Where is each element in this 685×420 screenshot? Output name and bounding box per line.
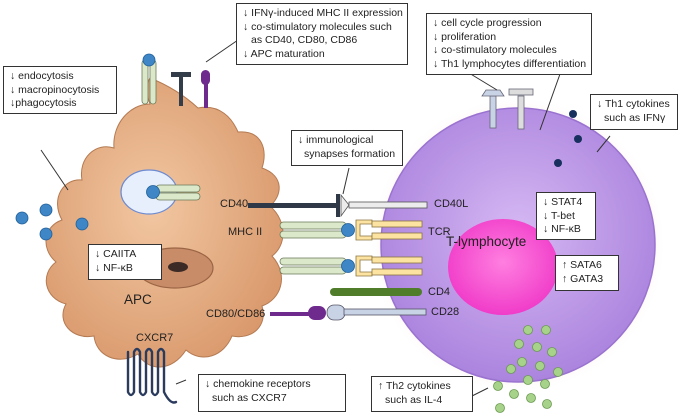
box-line: ↓ IFNγ-induced MHC II expression [243, 7, 403, 19]
box-line: ↓ Th1 cytokines [597, 98, 670, 110]
box-line: ↓ co-stimulatory molecules [433, 44, 557, 56]
box-line: ↓ chemokine receptors [205, 378, 311, 390]
cd40-label: CD40 [220, 198, 249, 210]
mhc-expression-box: ↓ IFNγ-induced MHC II expression ↓ co-st… [236, 3, 408, 65]
box-line: such as CXCR7 [212, 391, 287, 404]
apc-label: APC [124, 292, 152, 307]
t-lymphocyte-label: T-lymphocyte [446, 234, 527, 249]
box-line: ↓ co-stimulatory molecules such [243, 20, 392, 33]
t-cell-nucleus [448, 219, 558, 315]
tcr-molecule-2 [355, 255, 423, 277]
apc-top-cd80-receptor [201, 70, 210, 108]
t-cell-top-receptor-2 [508, 88, 534, 130]
mhc-ii-label: MHC II [228, 226, 263, 238]
box-line: ↓ NF-κB [95, 261, 133, 274]
box-line: ↓ cell cycle progression [433, 17, 542, 29]
box-line: ↓ APC maturation [243, 47, 325, 60]
box-line: ↓ immunological [298, 134, 374, 146]
endocytosis-box: ↓ endocytosis ↓ macropinocytosis ↓phagoc… [3, 66, 117, 114]
box-line: ↓ proliferation [433, 30, 497, 43]
box-line: as CD40, CD80, CD86 [251, 34, 358, 46]
th1-cytokines-box: ↓ Th1 cytokines such as IFNγ [590, 94, 678, 130]
box-line: ↓ NF-κB [543, 223, 581, 235]
cd28-molecule [326, 304, 427, 321]
sata6-box: ↑ SATA6 ↑ GATA3 [555, 255, 619, 291]
ciita-box: ↓ CAIITA ↓ NF-κB [88, 244, 162, 280]
endocytosed-particle [75, 217, 89, 231]
mhc-ii-molecule-1 [279, 221, 355, 239]
tcr-molecule-1 [355, 219, 423, 241]
box-line: such as IL-4 [385, 393, 443, 406]
cd80-cd86-label: CD80/CD86 [206, 308, 266, 320]
apc-top-mhc-receptor [141, 53, 157, 105]
apc-top-cd40-receptor [171, 72, 191, 106]
t-cell-top-receptor-1 [481, 89, 505, 129]
cxcr7-receptor [126, 347, 178, 404]
cd80-cd86-molecule [270, 306, 326, 320]
cd28-label: CD28 [431, 306, 460, 318]
box-line: ↓ CAIITA [95, 248, 137, 260]
box-line: synapses formation [304, 147, 396, 160]
cell-cycle-box: ↓ cell cycle progression ↓ proliferation… [426, 13, 592, 75]
apc-nucleolus [168, 262, 188, 272]
cd40l-label: CD40L [434, 198, 469, 210]
cd4-label: CD4 [428, 286, 451, 298]
cd4-molecule [330, 288, 422, 296]
box-line: such as IFNγ [604, 111, 666, 124]
th2-cytokines-box: ↑ Th2 cytokines such as IL-4 [371, 376, 473, 412]
tcr-label: TCR [428, 226, 451, 238]
mhc-ii-molecule-2 [279, 257, 355, 275]
stat4-box: ↓ STAT4 ↓ T-bet ↓ NF-κB [536, 192, 596, 240]
synapses-box: ↓ immunological synapses formation [291, 130, 403, 166]
box-line: ↓ endocytosis [10, 70, 74, 82]
cd40l-molecule [340, 193, 428, 218]
th2-cytokines [493, 325, 563, 413]
box-line: ↓ macropinocytosis [10, 83, 100, 96]
box-line: ↓ T-bet [543, 209, 575, 222]
callout-lines [40, 39, 611, 399]
cxcr7-label: CXCR7 [136, 332, 174, 344]
particle [39, 203, 53, 217]
endosome-mhc-ii [146, 184, 201, 201]
particle [15, 211, 29, 225]
chemokine-box: ↓ chemokine receptors such as CXCR7 [198, 374, 346, 412]
box-line: ↓ Th1 lymphocytes differentiation [433, 57, 587, 70]
box-line: ↑ SATA6 [562, 259, 602, 271]
particle [39, 227, 53, 241]
box-line: ↓phagocytosis [10, 97, 77, 109]
box-line: ↑ Th2 cytokines [378, 380, 451, 392]
box-line: ↓ STAT4 [543, 196, 583, 208]
cd40-molecule [248, 194, 340, 217]
box-line: ↑ GATA3 [562, 272, 604, 285]
